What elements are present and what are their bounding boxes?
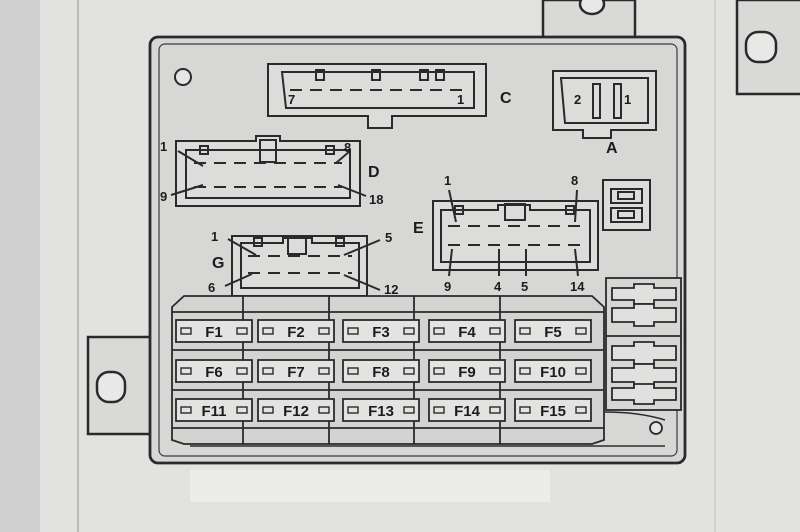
- fuse-f12: F12: [257, 398, 335, 422]
- connector-c-label: C: [500, 90, 512, 107]
- connector-g-pin-12: 12: [384, 282, 398, 297]
- faint-label-strip: [190, 470, 550, 502]
- connector-g-pin-6: 6: [208, 280, 215, 295]
- fuse-f7: F7: [257, 359, 335, 383]
- connector-a-pin-1: 1: [624, 92, 631, 107]
- fuse-label-f11: F11: [201, 403, 226, 420]
- fuse-label-f3: F3: [372, 324, 390, 341]
- top-left-screw-hole: [174, 68, 192, 86]
- fuse-f1: F1: [175, 319, 253, 343]
- connector-g: [224, 235, 381, 297]
- connector-c: [267, 63, 487, 129]
- fuse-label-f7: F7: [287, 364, 305, 381]
- fuse-f6: F6: [175, 359, 253, 383]
- fuse-f5: F5: [514, 319, 592, 343]
- fuse-f4: F4: [428, 319, 506, 343]
- left-mount-tab: [86, 335, 154, 436]
- fuse-f8: F8: [342, 359, 420, 383]
- right-mount-tab: [735, 0, 800, 96]
- connector-d: [170, 135, 367, 207]
- connector-e-pin-14: 14: [570, 279, 585, 294]
- fuse-f11: F11: [175, 398, 253, 422]
- connector-e-pin-5: 5: [521, 279, 528, 294]
- connector-d-pin-8: 8: [344, 140, 351, 155]
- connector-e-pin-1: 1: [444, 173, 451, 188]
- fuse-label-f6: F6: [205, 364, 223, 381]
- fuse-f13: F13: [342, 398, 420, 422]
- fuse-label-f14: F14: [454, 403, 481, 420]
- fuse-label-f1: F1: [205, 324, 223, 341]
- connector-e-pin-4: 4: [494, 279, 502, 294]
- connector-g-pin-1: 1: [211, 229, 218, 244]
- fuse-label-f13: F13: [368, 403, 394, 420]
- fuse-label-f10: F10: [540, 364, 566, 381]
- fuse-f9: F9: [428, 359, 506, 383]
- fuse-label-f9: F9: [458, 364, 476, 381]
- fuse-f15: F15: [514, 398, 592, 422]
- connector-e: [432, 189, 599, 277]
- connector-c-pin-7: 7: [288, 92, 295, 107]
- connector-e-pin-8: 8: [571, 173, 578, 188]
- connector-c-pin-1: 1: [457, 92, 464, 107]
- connector-a-pin-2: 2: [574, 92, 581, 107]
- fuse-label-f8: F8: [372, 364, 390, 381]
- connector-d-pin-1: 1: [160, 139, 167, 154]
- connector-d-pin-9: 9: [160, 189, 167, 204]
- fuse-label-f4: F4: [458, 324, 476, 341]
- fuse-f2: F2: [257, 319, 335, 343]
- connector-a: [552, 70, 657, 139]
- fuse-label-f12: F12: [283, 403, 309, 420]
- connector-g-pin-5: 5: [385, 230, 392, 245]
- bottom-right-screw-hole: [649, 421, 663, 435]
- fuse-label-f2: F2: [287, 324, 305, 341]
- fuse-f3: F3: [342, 319, 420, 343]
- small-relay-block: [602, 179, 651, 231]
- connector-e-label: E: [413, 220, 424, 237]
- connector-g-label: G: [212, 255, 224, 272]
- connector-e-pin-9: 9: [444, 279, 451, 294]
- fuse-label-f15: F15: [540, 403, 566, 420]
- connector-d-label: D: [368, 164, 380, 181]
- connector-a-label: A: [606, 140, 618, 157]
- fuse-f10: F10: [514, 359, 592, 383]
- bottom-channel-curve: [603, 411, 666, 421]
- top-mount-tab: [541, 0, 637, 44]
- fuse-box-inner-edge: [158, 43, 678, 457]
- spare-fuse-strip: [605, 277, 682, 411]
- fuse-f14: F14: [428, 398, 506, 422]
- fuse-label-f5: F5: [544, 324, 562, 341]
- connector-d-pin-18: 18: [369, 192, 383, 207]
